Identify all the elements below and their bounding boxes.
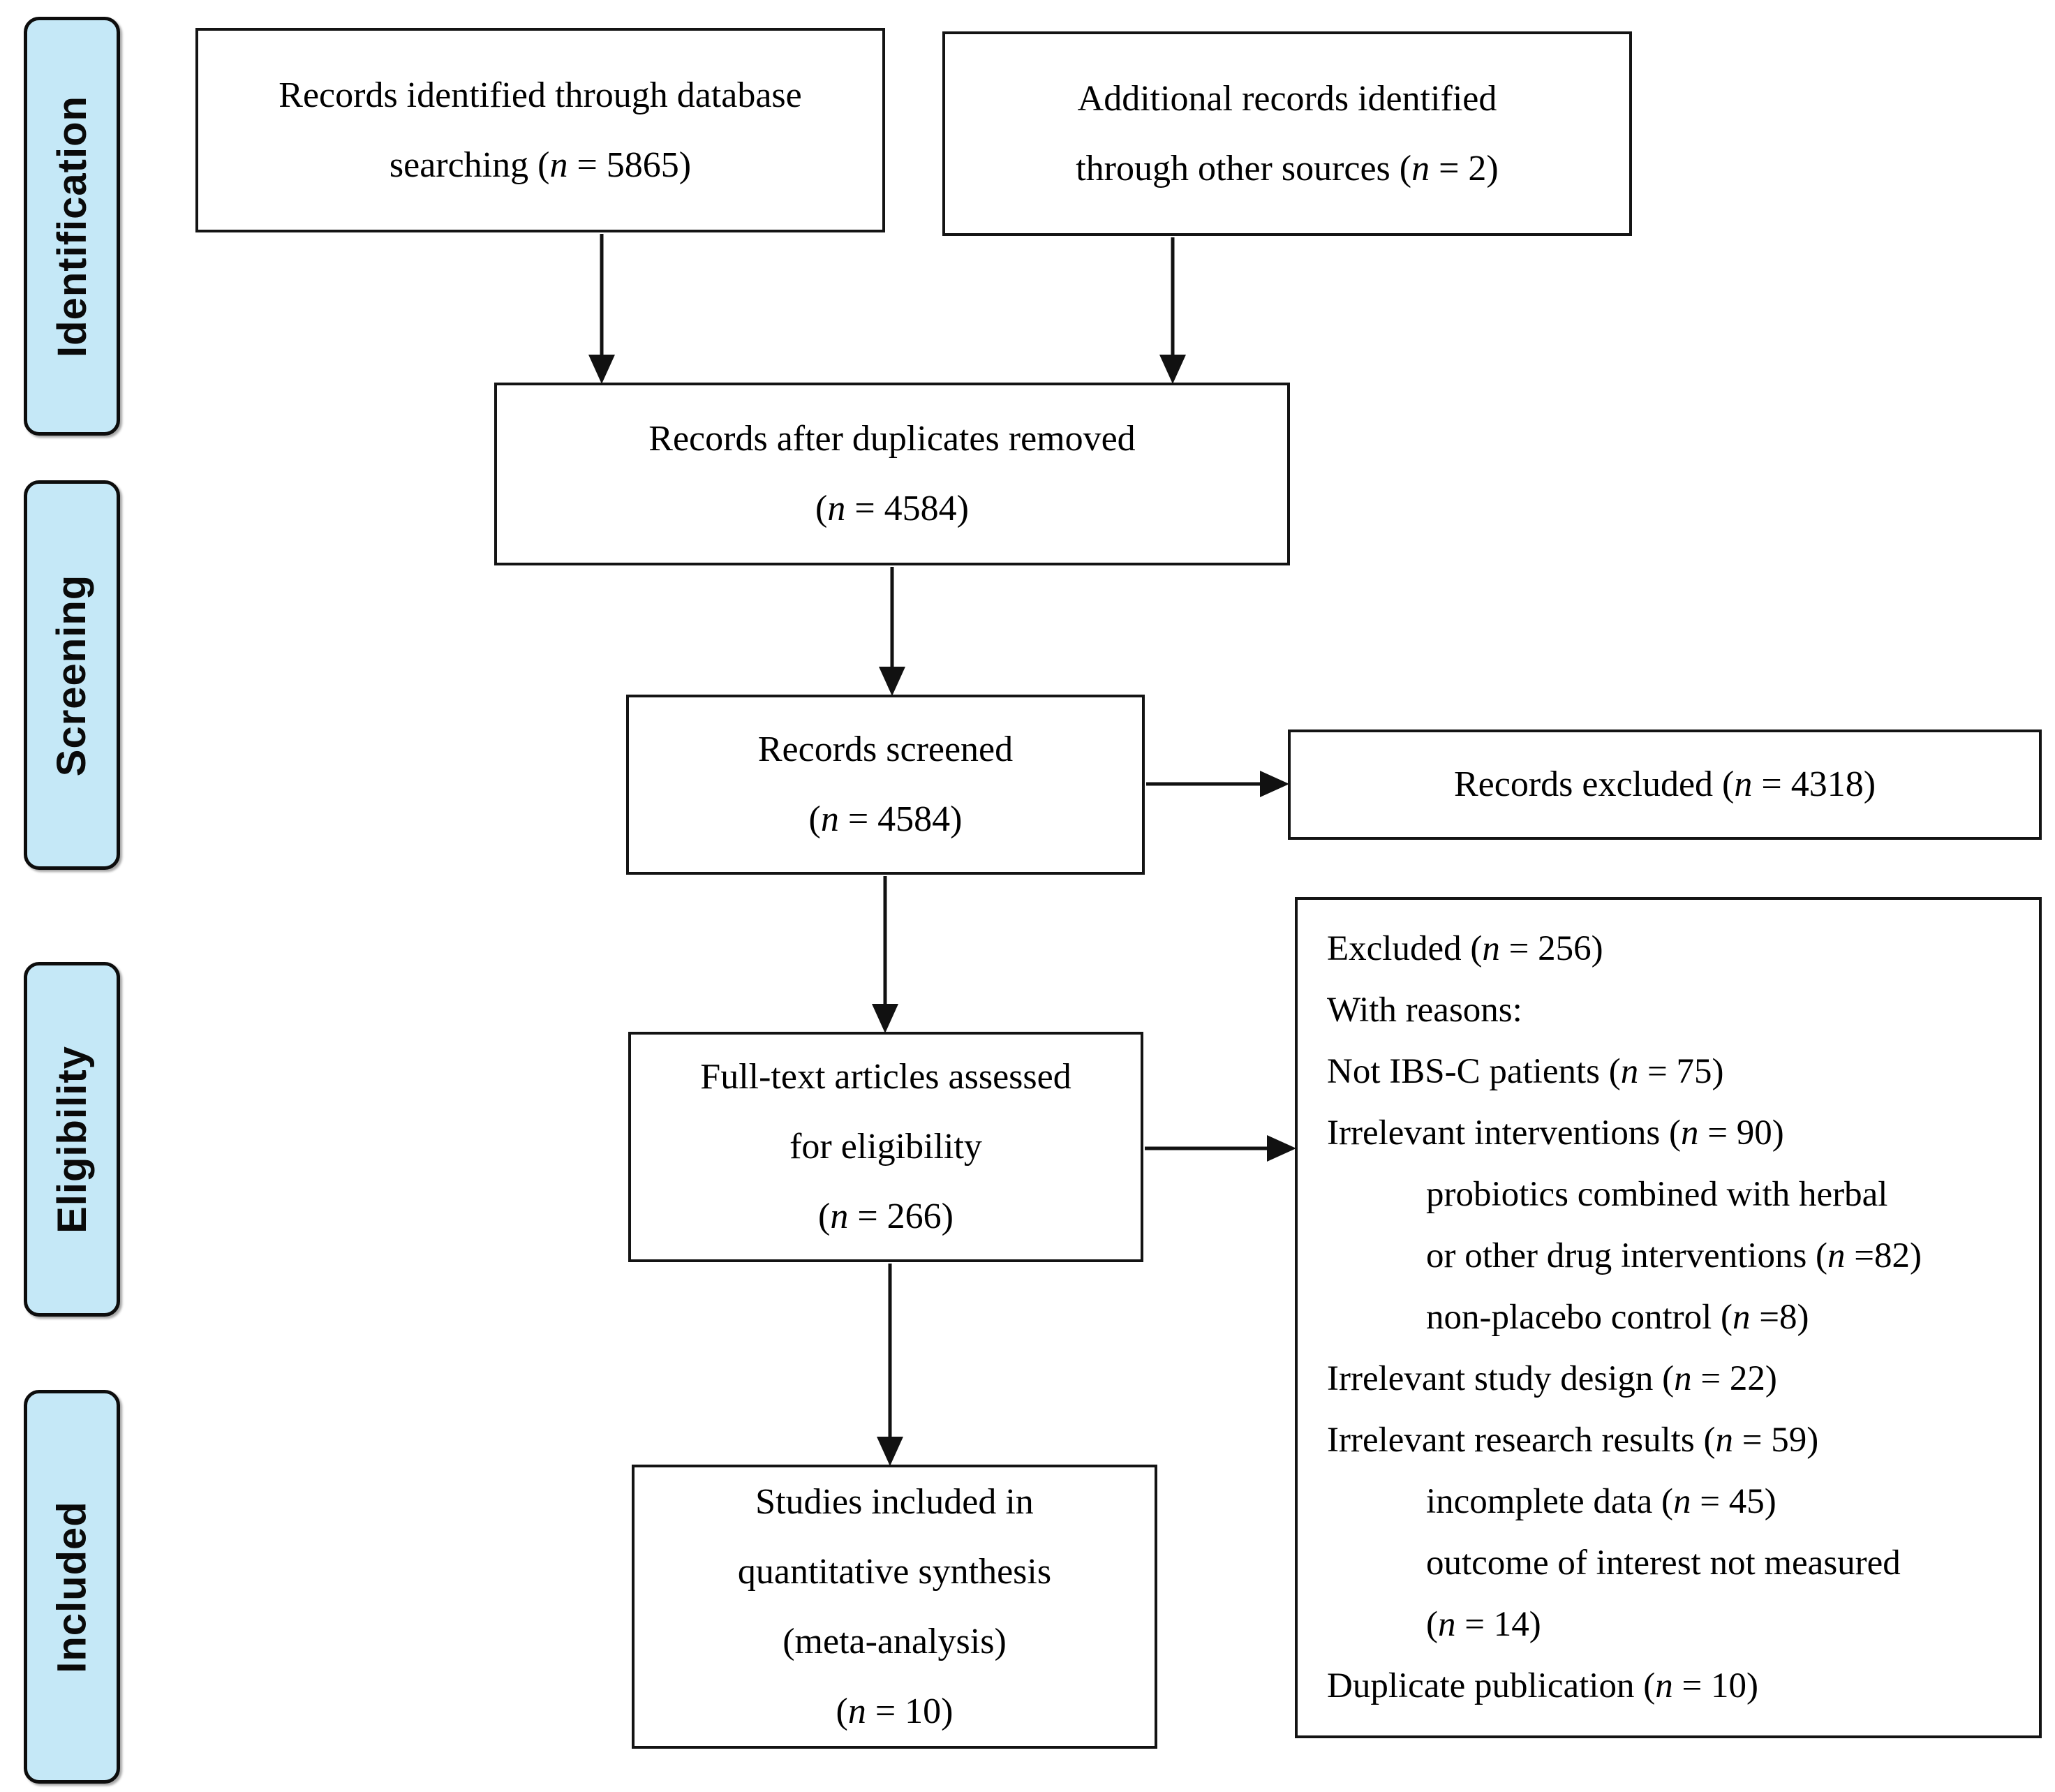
- stage-label-eligibility-text: Eligibility: [49, 1045, 95, 1234]
- stage-label-identification: Identification: [24, 17, 120, 436]
- arrow-db-to-dedupe: [588, 234, 615, 384]
- box-fulltext-assessed: Full-text articles assessed for eligibili…: [628, 1032, 1143, 1262]
- box-text-line: through other sources (n = 2): [1076, 148, 1499, 188]
- arrow-screened-to-excluded: [1146, 771, 1289, 797]
- box-records-excluded: Records excluded (n = 4318): [1288, 730, 2042, 840]
- box-records-after-duplicates-removed: Records after duplicates removed (n = 458…: [494, 383, 1290, 565]
- box-studies-included: Studies included in quantitative synthesi…: [632, 1465, 1157, 1749]
- stage-label-included: Included: [24, 1390, 120, 1784]
- box-text-line: Records screened: [757, 730, 1014, 769]
- box-text-line: (n = 14): [1426, 1605, 1541, 1644]
- arrow-fulltext-to-reasons: [1145, 1135, 1296, 1162]
- box-text-line: probiotics combined with herbal: [1426, 1175, 1888, 1214]
- box-records-identified-database: Records identified through database searc…: [195, 28, 885, 232]
- arrow-screened-to-fulltext: [872, 876, 898, 1033]
- box-text-line: for eligibility: [789, 1127, 982, 1167]
- stage-label-screening: Screening: [24, 480, 120, 870]
- box-text-line: Additional records identified: [1077, 78, 1497, 119]
- box-text-line: searching (n = 5865): [389, 145, 692, 185]
- stage-label-identification-text: Identification: [49, 95, 95, 357]
- box-text-line: Duplicate publication (n = 10): [1327, 1666, 1758, 1705]
- stage-label-eligibility: Eligibility: [24, 962, 120, 1317]
- arrow-fulltext-to-included: [877, 1264, 903, 1466]
- box-text-line: Records after duplicates removed: [648, 419, 1136, 459]
- box-text-line: or other drug interventions (n =82): [1426, 1236, 1922, 1275]
- box-text-line: Studies included in: [755, 1481, 1034, 1522]
- box-text-line: (n = 10): [836, 1691, 954, 1731]
- box-text-line: Irrelevant study design (n = 22): [1327, 1359, 1777, 1398]
- box-text-line: Records identified through database: [279, 75, 802, 115]
- box-text-line: incomplete data (n = 45): [1426, 1482, 1776, 1521]
- box-text-line: (n = 4584): [808, 799, 963, 839]
- box-text-line: Full-text articles assessed: [700, 1057, 1071, 1097]
- box-text-line: outcome of interest not measured: [1426, 1543, 1901, 1583]
- box-text-line: quantitative synthesis: [737, 1551, 1052, 1592]
- box-additional-records-other-sources: Additional records identified through oth…: [942, 31, 1632, 236]
- box-text-line: Irrelevant interventions (n = 90): [1327, 1113, 1784, 1153]
- box-text-line: Irrelevant research results (n = 59): [1327, 1421, 1819, 1460]
- stage-label-included-text: Included: [49, 1500, 95, 1673]
- box-text-line: Not IBS-C patients (n = 75): [1327, 1052, 1724, 1091]
- arrow-other-to-dedupe: [1159, 237, 1186, 384]
- box-text-line: (meta-analysis): [782, 1621, 1007, 1661]
- box-text-line: With reasons:: [1327, 991, 1522, 1030]
- box-text-line: Excluded (n = 256): [1327, 929, 1603, 968]
- stage-label-screening-text: Screening: [49, 574, 95, 776]
- box-text-line: (n = 266): [818, 1197, 954, 1236]
- box-exclusion-reasons: Excluded (n = 256) With reasons: Not IBS-C…: [1295, 897, 2042, 1738]
- box-records-screened: Records screened (n = 4584): [626, 695, 1145, 875]
- arrow-dedupe-to-screened: [879, 567, 905, 696]
- box-text-line: non-placebo control (n =8): [1426, 1298, 1809, 1337]
- box-text-line: Records excluded (n = 4318): [1453, 764, 1876, 804]
- box-text-line: (n = 4584): [815, 489, 969, 528]
